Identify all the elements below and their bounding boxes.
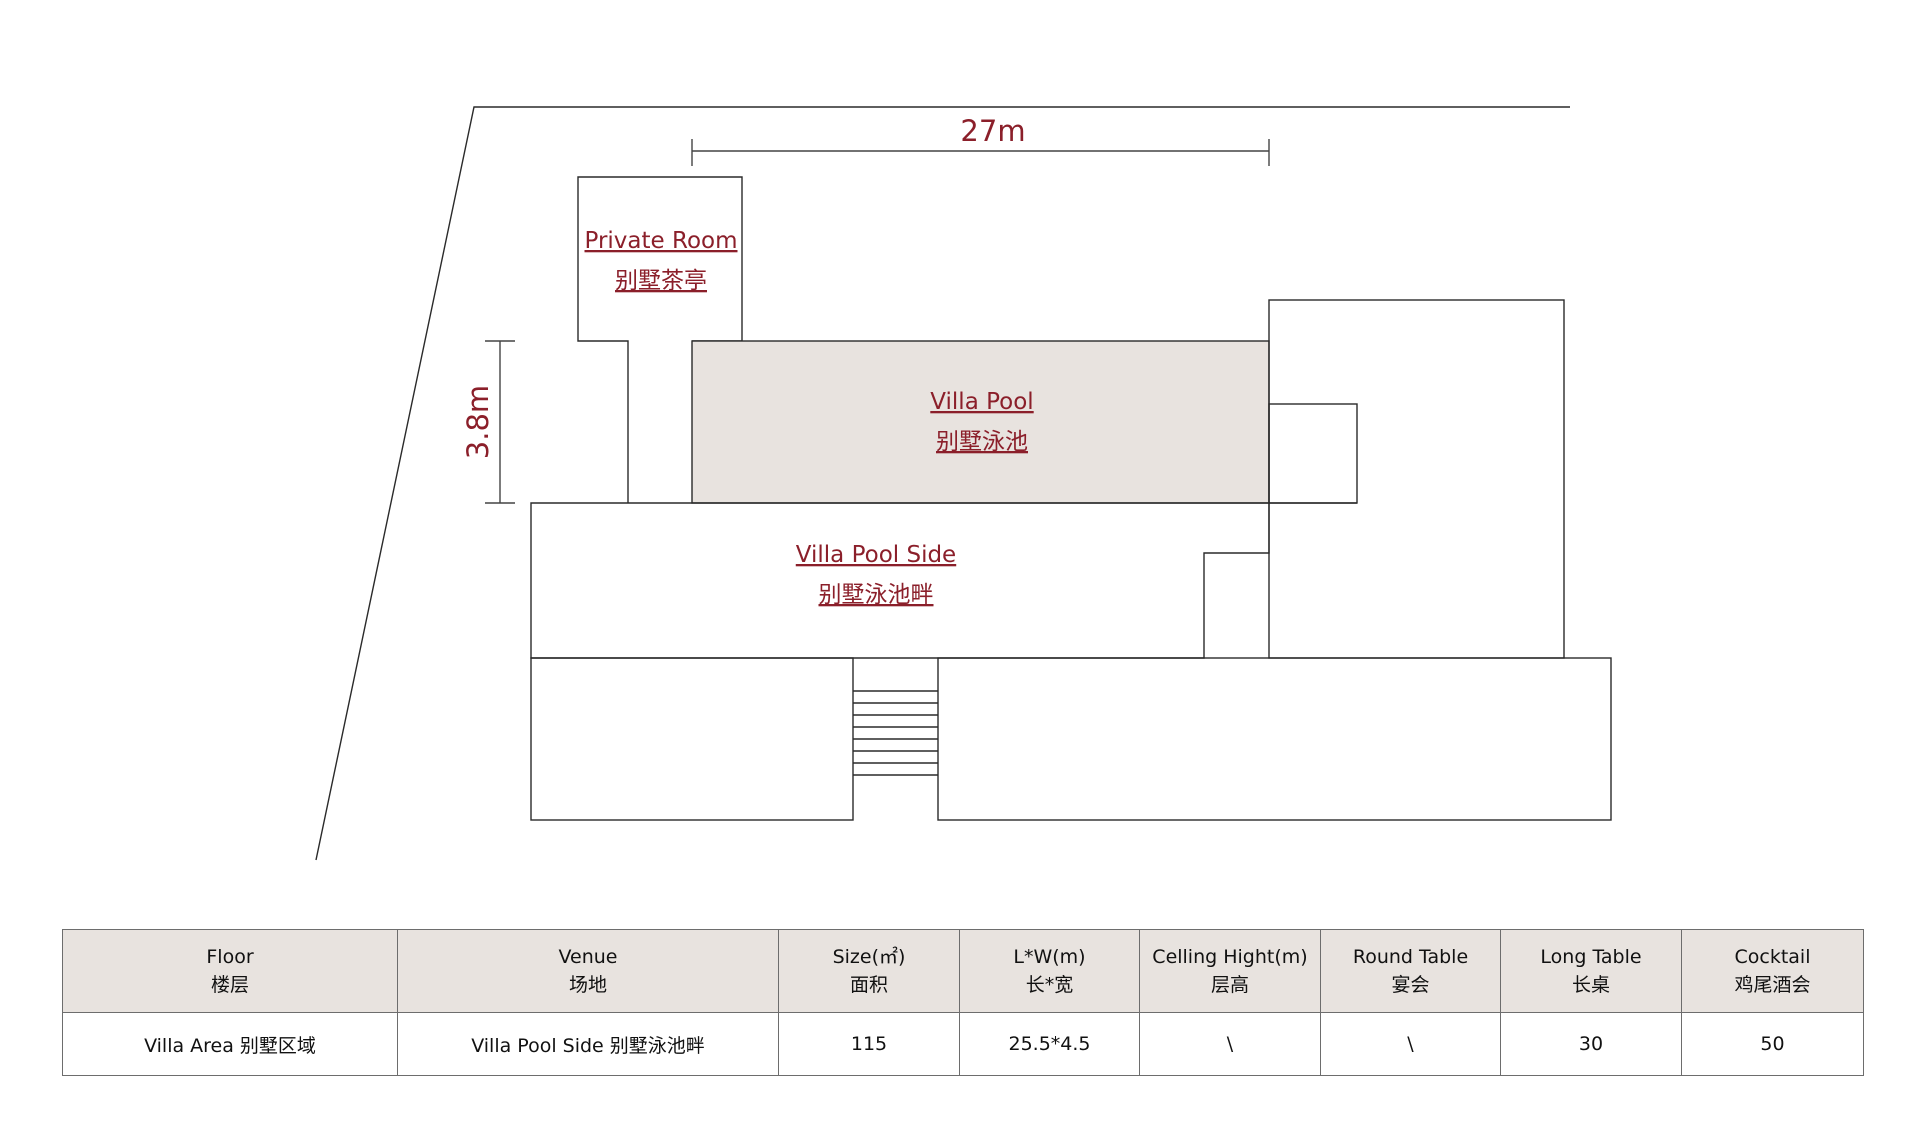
header-size: Size(㎡) 面积 (778, 929, 960, 1013)
cell-lw: 25.5*4.5 (959, 1012, 1140, 1076)
header-venue-zh: 场地 (568, 974, 607, 996)
header-cocktail-zh: 鸡尾酒会 (1734, 974, 1811, 996)
stairs (853, 690, 938, 776)
header-long-table: Long Table 长桌 (1500, 929, 1682, 1013)
header-round-table-en: Round Table (1352, 946, 1469, 968)
table-row: Villa Area 别墅区域 Villa Pool Side 别墅泳池畔 11… (62, 1012, 1864, 1076)
header-ceiling-height-zh: 层高 (1210, 974, 1249, 996)
villa-pool-name-en: Villa Pool (930, 389, 1033, 415)
venue-capacity-table: Floor 楼层 Venue 场地 Size(㎡) 面积 L*W(m) 长*宽 … (62, 929, 1864, 1076)
villa-pool-side-area (530, 502, 1270, 659)
cell-size: 115 (778, 1012, 960, 1076)
private-room-name-en: Private Room (585, 228, 738, 254)
header-floor: Floor 楼层 (62, 929, 398, 1013)
site-boundary (315, 106, 1570, 861)
header-long-table-zh: 长桌 (1571, 974, 1610, 996)
room-label-private-room: Private Room 别墅茶亭 (585, 228, 738, 294)
villa-pool-side-name-en: Villa Pool Side (796, 542, 956, 568)
dimension-height: 3.8m (461, 340, 515, 504)
room-label-villa-pool-side: Villa Pool Side 别墅泳池畔 (796, 542, 956, 608)
header-floor-zh: 楼层 (210, 974, 249, 996)
lower-right-block (937, 657, 1612, 821)
header-round-table: Round Table 宴会 (1320, 929, 1501, 1013)
header-lw: L*W(m) 长*宽 (959, 929, 1140, 1013)
table-header-row: Floor 楼层 Venue 场地 Size(㎡) 面积 L*W(m) 长*宽 … (62, 929, 1864, 1013)
header-cocktail-en: Cocktail (1734, 946, 1811, 968)
dimension-width-label: 27m (960, 114, 1025, 148)
villa-pool-area (691, 340, 1270, 504)
cell-ceiling-height: \ (1139, 1012, 1321, 1076)
private-room-name-zh: 别墅茶亭 (615, 268, 707, 294)
lower-left-block (530, 657, 854, 821)
header-cocktail: Cocktail 鸡尾酒会 (1681, 929, 1864, 1013)
cell-floor: Villa Area 别墅区域 (62, 1012, 398, 1076)
villa-pool-side-name-zh: 别墅泳池畔 (819, 582, 934, 608)
header-ceiling-height: Celling Hight(m) 层高 (1139, 929, 1321, 1013)
pool-annex (1268, 403, 1358, 504)
header-size-zh: 面积 (849, 974, 888, 996)
header-lw-zh: 长*宽 (1025, 974, 1074, 996)
header-lw-en: L*W(m) (1013, 946, 1086, 968)
cell-long-table: 30 (1500, 1012, 1682, 1076)
header-size-en: Size(㎡) (832, 946, 906, 968)
header-long-table-en: Long Table (1540, 946, 1642, 968)
header-venue: Venue 场地 (397, 929, 779, 1013)
right-building (1268, 299, 1565, 659)
dimension-width: 27m (691, 114, 1270, 166)
cell-cocktail: 50 (1681, 1012, 1864, 1076)
header-ceiling-height-en: Celling Hight(m) (1152, 946, 1308, 968)
room-label-villa-pool: Villa Pool 别墅泳池 (930, 389, 1033, 455)
header-round-table-zh: 宴会 (1391, 974, 1430, 996)
header-venue-en: Venue (558, 946, 618, 968)
cell-venue: Villa Pool Side 别墅泳池畔 (397, 1012, 779, 1076)
villa-pool-name-zh: 别墅泳池 (936, 429, 1028, 455)
dimension-height-label: 3.8m (461, 385, 495, 459)
cell-round-table: \ (1320, 1012, 1501, 1076)
header-floor-en: Floor (206, 946, 254, 968)
